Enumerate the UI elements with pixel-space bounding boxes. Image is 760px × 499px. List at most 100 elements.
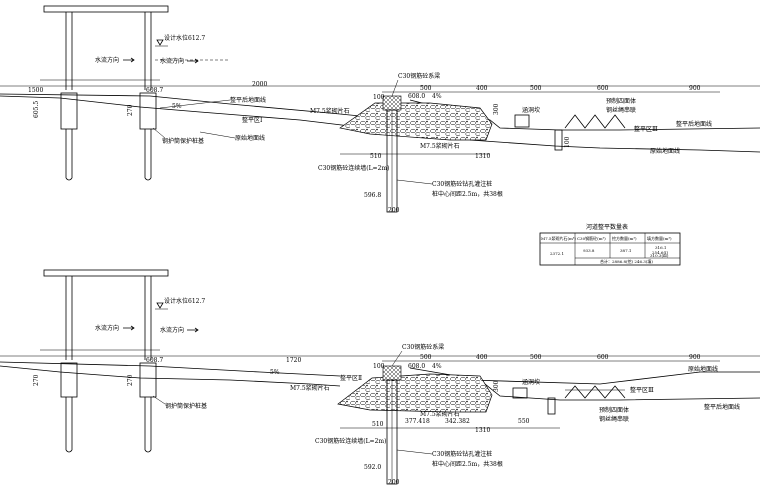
top-dim-4pct: 4% xyxy=(432,93,442,100)
bottom-masonry-label-1: M7.5浆砌片石 xyxy=(290,384,330,392)
bottom-dim-slope: 5% xyxy=(270,369,280,376)
top-dim-605-5: 605.5 xyxy=(33,101,40,118)
top-pile-label: C30钢筋砼钻孔灌注桩 xyxy=(432,180,492,188)
top-dim-500b: 500 xyxy=(530,85,542,92)
top-masonry-label-2: M7.5浆砌片石 xyxy=(420,142,460,150)
top-dim-100b: 100 xyxy=(564,136,571,148)
top-dim-slope: 5% xyxy=(172,103,182,110)
table-sum: 合计：2886.8(挖) 246.3(填) xyxy=(600,258,653,264)
bottom-dim-270-left: 270 xyxy=(33,374,40,386)
top-dim-608-0: 608.0 xyxy=(408,93,425,100)
bottom-diaphragm-label: C30钢筋砼连续墙(L=2m) xyxy=(315,437,386,445)
table-cell-0: 933.8 xyxy=(583,248,595,253)
bottom-rope-label: 钢丝绳串联 xyxy=(599,415,629,423)
bottom-c30-beam xyxy=(382,365,402,381)
top-tetrahedra xyxy=(564,114,626,129)
top-water-level: 设计水位612.7 xyxy=(155,34,230,61)
bottom-zone3-label: 整平区Ⅲ xyxy=(630,386,654,394)
bottom-pile-label: C30钢筋砼钻孔灌注桩 xyxy=(432,450,492,458)
bottom-dim-600: 600 xyxy=(597,354,609,361)
top-dim-608-7: 608.7 xyxy=(146,87,163,94)
bottom-pile-spacing: 桩中心间距2.5m，共38根 xyxy=(432,460,503,468)
bottom-casing-label: 钢护筒保护桩基 xyxy=(165,402,207,410)
top-dim-1310: 1310 xyxy=(475,153,490,160)
bottom-dim-1310: 1310 xyxy=(475,427,490,434)
top-dim-100: 100 xyxy=(373,94,385,101)
top-dim-2000: 2000 xyxy=(252,81,267,88)
top-leveled-ground-label: 整平后地面线 xyxy=(230,96,266,104)
top-c30-beam xyxy=(382,95,402,111)
top-dim-1500: 1500 xyxy=(28,87,43,94)
top-leveled-ground xyxy=(0,93,381,119)
bottom-dim-400: 400 xyxy=(476,354,488,361)
water-level-label: 设计水位612.7 xyxy=(164,34,205,42)
bottom-dim-608-0: 608.0 xyxy=(408,363,425,370)
top-zone3-label: 整平区Ⅲ xyxy=(634,125,658,133)
bottom-flow: 水流方向 水流方向 xyxy=(95,324,199,334)
top-stone-embankment xyxy=(339,102,493,141)
table-total: 2372.1 xyxy=(550,251,564,256)
table-cell-3: 310.3(Ⅲ) xyxy=(650,253,669,258)
bottom-masonry-label-2: M7.5浆砌片石 xyxy=(420,410,460,418)
bottom-dim-592-0: 592.0 xyxy=(364,464,381,471)
bottom-dim-500b: 500 xyxy=(530,354,542,361)
bottom-dim-300: 300 xyxy=(493,380,500,392)
top-dim-400: 400 xyxy=(476,85,488,92)
bottom-dim-270: 270 xyxy=(127,374,134,386)
bottom-original-ground xyxy=(0,365,341,387)
table-cell-extra: 254.6(Ⅰ) xyxy=(652,250,669,255)
bottom-leveled-right-label: 整平后地面线 xyxy=(704,403,740,411)
top-leveled-right-label: 整平后地面线 xyxy=(676,120,712,128)
bottom-culvert-label: 涵洞坎 xyxy=(522,378,540,386)
bottom-dim-377: 377.418 xyxy=(405,418,430,425)
top-diaphragm-label: C30钢筋砼连续墙(L=2m) xyxy=(318,164,389,172)
top-precast-label: 预制四面体 xyxy=(606,97,636,105)
flow-label-right: 水流方向 xyxy=(160,57,184,65)
top-dim-500a: 500 xyxy=(420,85,432,92)
top-casing-label: 钢护筒保护桩基 xyxy=(162,137,204,145)
top-section: 设计水位612.7 水流方向 水流方向 5% 整平后地面线 整平区Ⅰ 原始地面线… xyxy=(0,5,760,214)
top-zone1-label: 整平区Ⅰ xyxy=(242,116,263,124)
bottom-dim-4pct: 4% xyxy=(432,363,442,370)
bottom-dim-510: 510 xyxy=(372,421,384,428)
top-original-right-label: 原始地面线 xyxy=(650,147,680,155)
bottom-flow-label-right: 水流方向 xyxy=(160,326,184,334)
top-dim-900: 900 xyxy=(689,85,701,92)
top-dim-200: 200 xyxy=(388,207,400,214)
table-header-0: M7.5浆砌片石(m³) xyxy=(541,235,576,241)
bottom-precast-label: 预制四面体 xyxy=(599,406,629,414)
bottom-flow-label-left: 水流方向 xyxy=(95,324,119,332)
top-masonry-label-1: M7.5浆砌片石 xyxy=(310,107,350,115)
top-dim-596-8: 596.8 xyxy=(364,192,381,199)
table-cell-2: 316.1 xyxy=(655,245,666,250)
top-flow: 水流方向 水流方向 xyxy=(95,56,199,65)
bottom-dim-500a: 500 xyxy=(420,354,432,361)
bottom-dim-200: 200 xyxy=(388,479,400,486)
bottom-dim-342: 342.382 xyxy=(445,418,470,425)
table-header-1: C30钢筋砼(m³) xyxy=(577,235,606,241)
top-culvert-label: 涵洞坎 xyxy=(522,106,540,114)
table-header-2: 挖方数量(m³) xyxy=(612,235,637,241)
top-bridge xyxy=(40,5,169,181)
bottom-dim-1720: 1720 xyxy=(286,357,301,364)
bottom-water-level: 设计水位612.7 xyxy=(155,297,205,310)
top-beam-label: C30钢筋砼系梁 xyxy=(398,72,440,80)
table-title: 河道整平数量表 xyxy=(586,223,628,231)
table-cell-1: 387.1 xyxy=(620,248,631,253)
top-dim-300: 300 xyxy=(493,103,500,115)
bottom-bridge xyxy=(40,269,169,453)
top-rope-label: 钢丝绳串联 xyxy=(606,106,636,114)
top-dim-270: 270 xyxy=(127,104,134,116)
flow-label-left: 水流方向 xyxy=(95,56,119,64)
quantity-table: 河道整平数量表 M7.5浆砌片石(m³) C30钢筋砼(m³) 挖方数量(m³)… xyxy=(539,223,681,266)
bottom-tetrahedra xyxy=(564,385,626,399)
bottom-section: 设计水位612.7 水流方向 水流方向 5% 整平区Ⅱ M7.5浆砌片石 M7.… xyxy=(0,269,760,486)
top-pile-spacing: 桩中心间距2.5m，共38根 xyxy=(432,190,503,198)
bottom-dim-100: 100 xyxy=(373,363,385,370)
top-dim-510: 510 xyxy=(370,153,382,160)
bottom-dim-900: 900 xyxy=(689,354,701,361)
top-dim-600: 600 xyxy=(597,85,609,92)
bottom-beam-label: C30钢筋砼系梁 xyxy=(402,343,444,351)
bottom-original-right-label: 原始地面线 xyxy=(688,365,718,373)
